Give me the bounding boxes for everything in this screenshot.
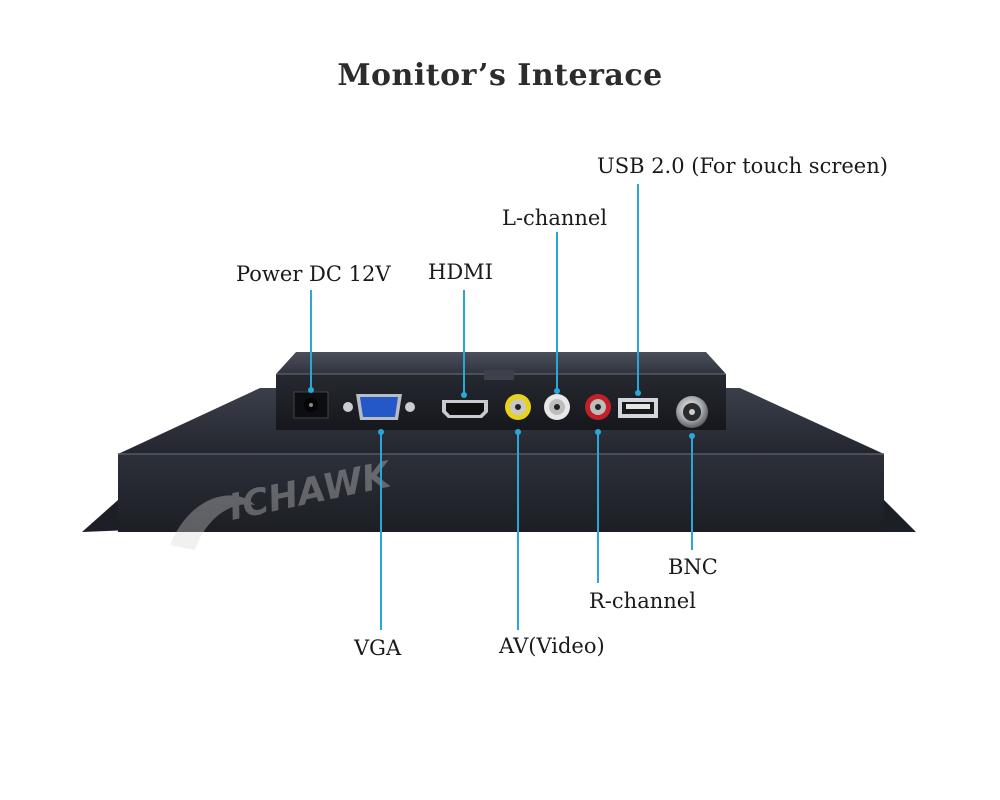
bnc-connector — [676, 396, 708, 428]
r-channel-jack — [585, 394, 611, 420]
io-box-top — [276, 352, 726, 374]
usb-port — [618, 398, 658, 418]
leader-dots — [308, 387, 695, 439]
io-box-front — [276, 374, 726, 430]
label-bnc: BNC — [668, 555, 718, 579]
leader-lines — [310, 184, 693, 630]
label-av-video: AV(Video) — [499, 634, 605, 658]
l-channel-jack — [544, 394, 570, 420]
chassis-front — [118, 454, 884, 532]
label-vga: VGA — [354, 636, 402, 660]
page-title: Monitor’s Interace — [337, 58, 663, 93]
av-video-jack — [505, 394, 531, 420]
dc-power-jack — [293, 391, 329, 419]
label-hdmi: HDMI — [428, 260, 493, 284]
hdmi-port — [442, 400, 488, 418]
label-l-channel: L-channel — [502, 206, 608, 230]
label-usb: USB 2.0 (For touch screen) — [597, 154, 888, 178]
label-power-dc: Power DC 12V — [236, 262, 391, 286]
label-r-channel: R-channel — [589, 589, 696, 613]
vga-port — [343, 394, 415, 420]
